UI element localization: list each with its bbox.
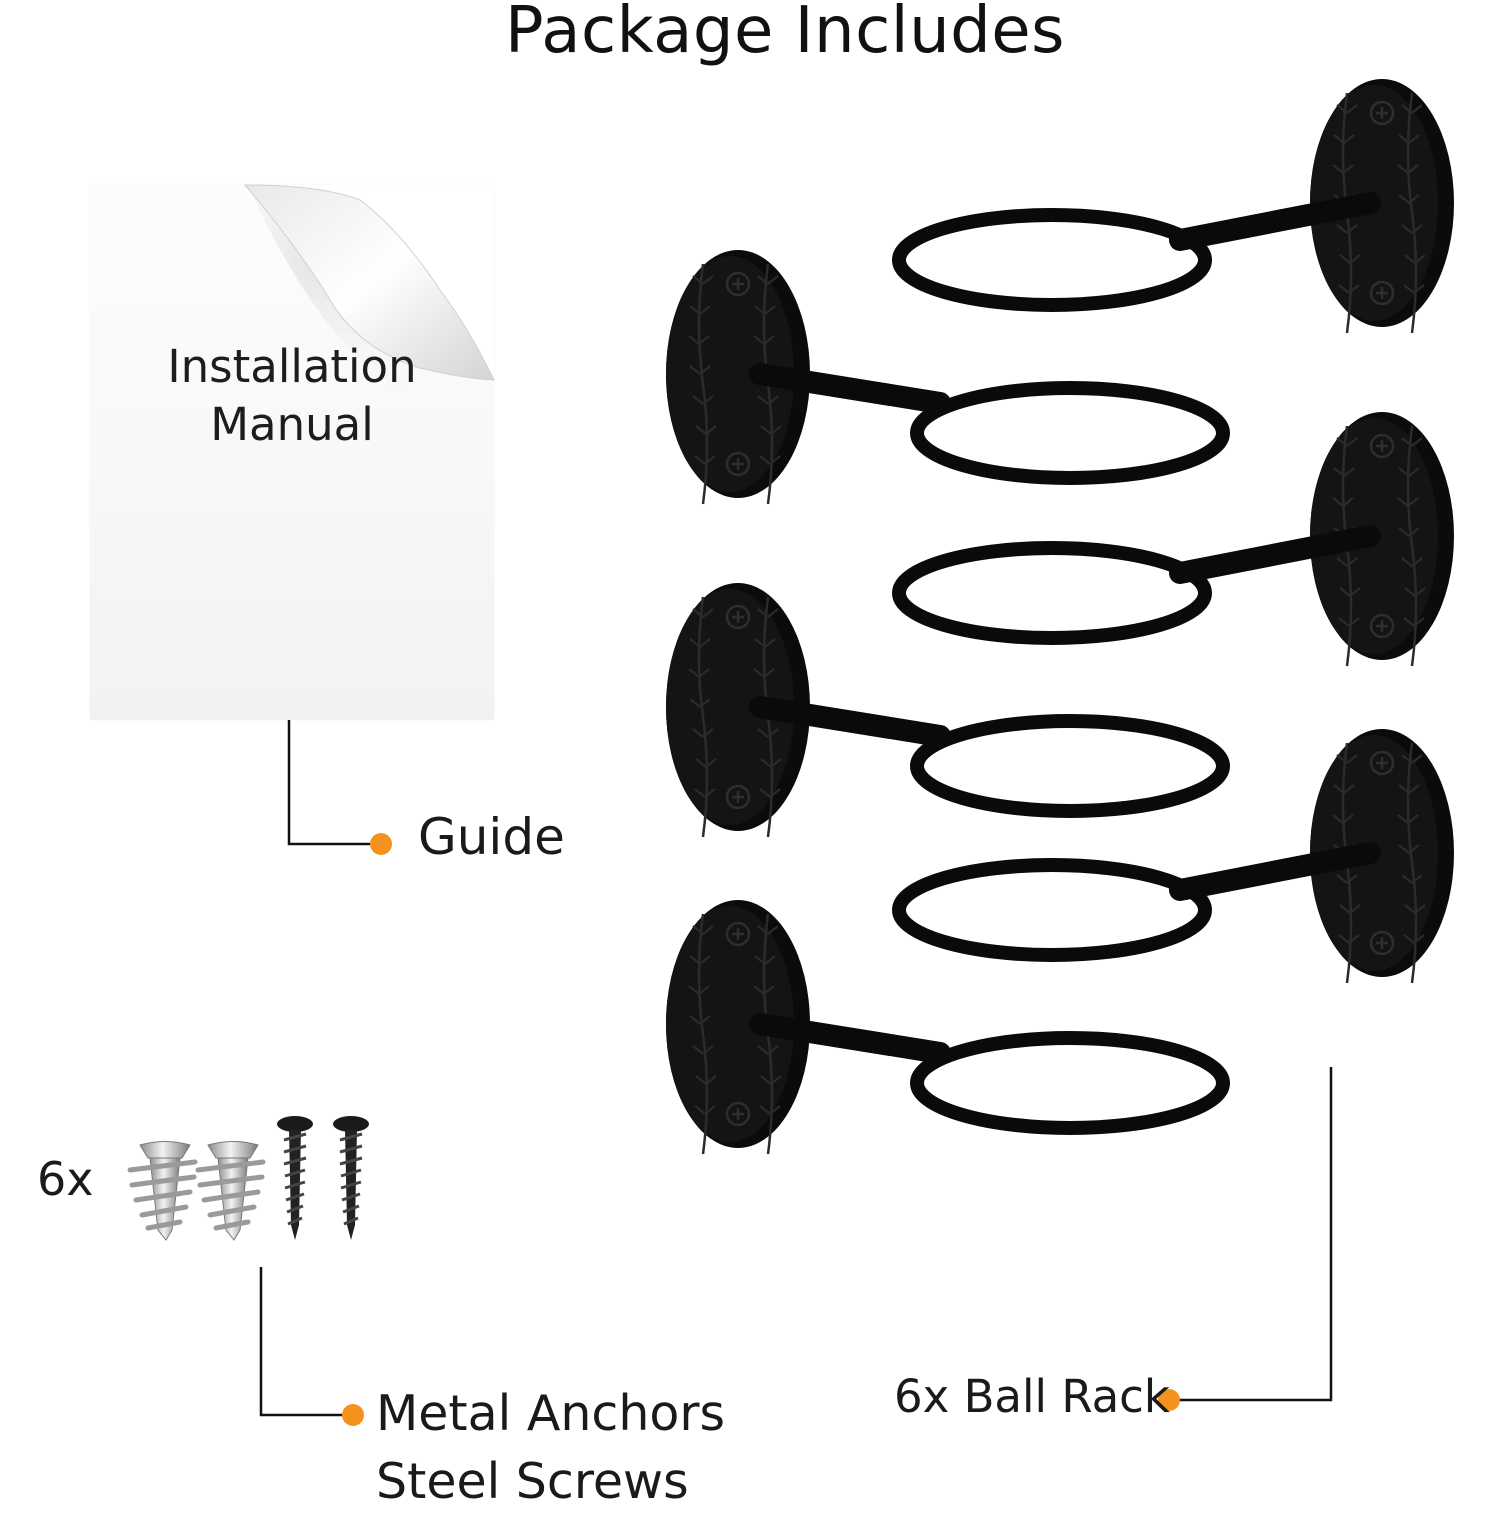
ball-rack-icon bbox=[899, 412, 1454, 666]
manual-title-line2: Manual bbox=[210, 398, 374, 451]
guide-callout-dot bbox=[370, 833, 392, 855]
hardware-label-line1: Metal Anchors bbox=[376, 1385, 726, 1442]
wall-anchor-icon bbox=[195, 1141, 266, 1241]
guide-leader-line bbox=[287, 720, 380, 846]
rack-leader-line bbox=[1170, 1067, 1333, 1402]
page-title: Package Includes bbox=[505, 0, 1065, 68]
rack-callout-dot bbox=[1158, 1389, 1180, 1411]
hardware-callout-dot bbox=[342, 1404, 364, 1426]
screw-icon bbox=[333, 1116, 369, 1240]
ball-rack-icon bbox=[899, 79, 1454, 333]
hardware-quantity: 6x bbox=[37, 1152, 94, 1206]
ball-rack-icon bbox=[899, 729, 1454, 983]
manual-title: Installation Manual bbox=[90, 338, 494, 454]
screw-icon bbox=[277, 1116, 313, 1240]
guide-label: Guide bbox=[418, 808, 565, 866]
wall-anchor-icon bbox=[127, 1141, 198, 1241]
hardware-leader-line bbox=[259, 1267, 352, 1417]
rack-label: 6x Ball Rack bbox=[894, 1370, 1170, 1423]
manual-title-line1: Installation bbox=[167, 340, 417, 393]
